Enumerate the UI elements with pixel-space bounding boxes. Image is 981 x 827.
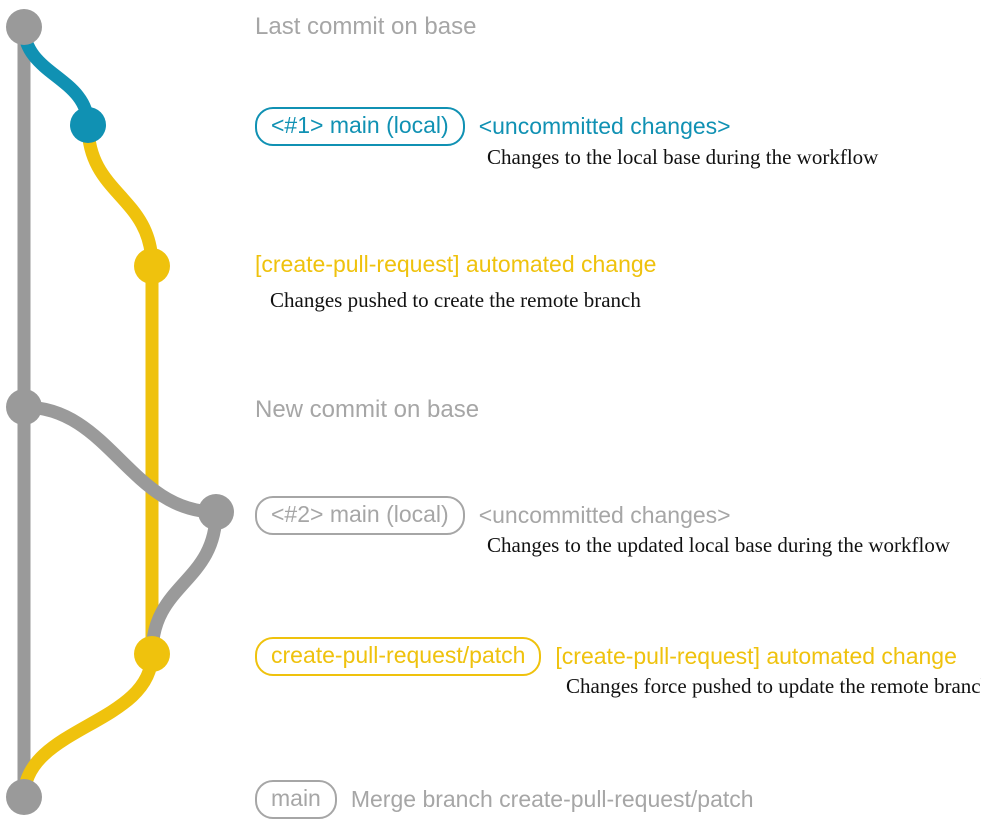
- commit-note-local-1: Changes to the local base during the wor…: [487, 145, 879, 169]
- edge-patch2-to-merge: [17, 647, 159, 804]
- commit-row-merge: main Merge branch create-pull-request/pa…: [255, 780, 754, 819]
- commit-subject-patch-1: [create-pull-request] automated change: [255, 251, 657, 277]
- commit-node-merge[interactable]: [6, 779, 42, 815]
- commit-subject-new-commit-on-base: New commit on base: [255, 396, 480, 423]
- commit-row-local-1: <#1> main (local) <uncommitted changes>: [255, 107, 731, 146]
- commit-subject-local-1: <uncommitted changes>: [478, 113, 731, 139]
- commit-node-patch-2[interactable]: [134, 636, 170, 672]
- ref-badge-create-pull-request-patch[interactable]: create-pull-request/patch: [255, 637, 542, 676]
- commit-subject-local-2: <uncommitted changes>: [478, 502, 731, 528]
- commit-node-local-1[interactable]: [70, 107, 106, 143]
- commit-subject-merge: Merge branch create-pull-request/patch: [350, 786, 754, 812]
- ref-badge-main-local-2[interactable]: <#2> main (local): [255, 496, 465, 535]
- commit-note-local-2: Changes to the updated local base during…: [487, 533, 951, 557]
- commit-node-local-2[interactable]: [198, 494, 234, 530]
- commit-note-patch-2: Changes force pushed to update the remot…: [566, 674, 981, 698]
- edge-base2-to-local2: [17, 400, 223, 519]
- commit-node-base-2[interactable]: [6, 389, 42, 425]
- commit-subject-patch-2: [create-pull-request] automated change: [555, 643, 957, 669]
- commit-subject-last-commit-on-base: Last commit on base: [255, 13, 477, 40]
- edge-local1-to-patch1: [81, 118, 159, 273]
- commit-row-patch-2: create-pull-request/patch [create-pull-r…: [255, 637, 957, 676]
- commit-node-base-1[interactable]: [6, 9, 42, 45]
- commit-node-patch-1[interactable]: [134, 248, 170, 284]
- commit-row-local-2: <#2> main (local) <uncommitted changes>: [255, 496, 731, 535]
- edge-local2-to-patch2: [145, 505, 223, 661]
- ref-badge-main[interactable]: main: [255, 780, 337, 819]
- commit-note-patch-1: Changes pushed to create the remote bran…: [270, 288, 641, 312]
- commit-row-patch-1: [create-pull-request] automated change: [255, 253, 656, 276]
- ref-badge-main-local-1[interactable]: <#1> main (local): [255, 107, 465, 146]
